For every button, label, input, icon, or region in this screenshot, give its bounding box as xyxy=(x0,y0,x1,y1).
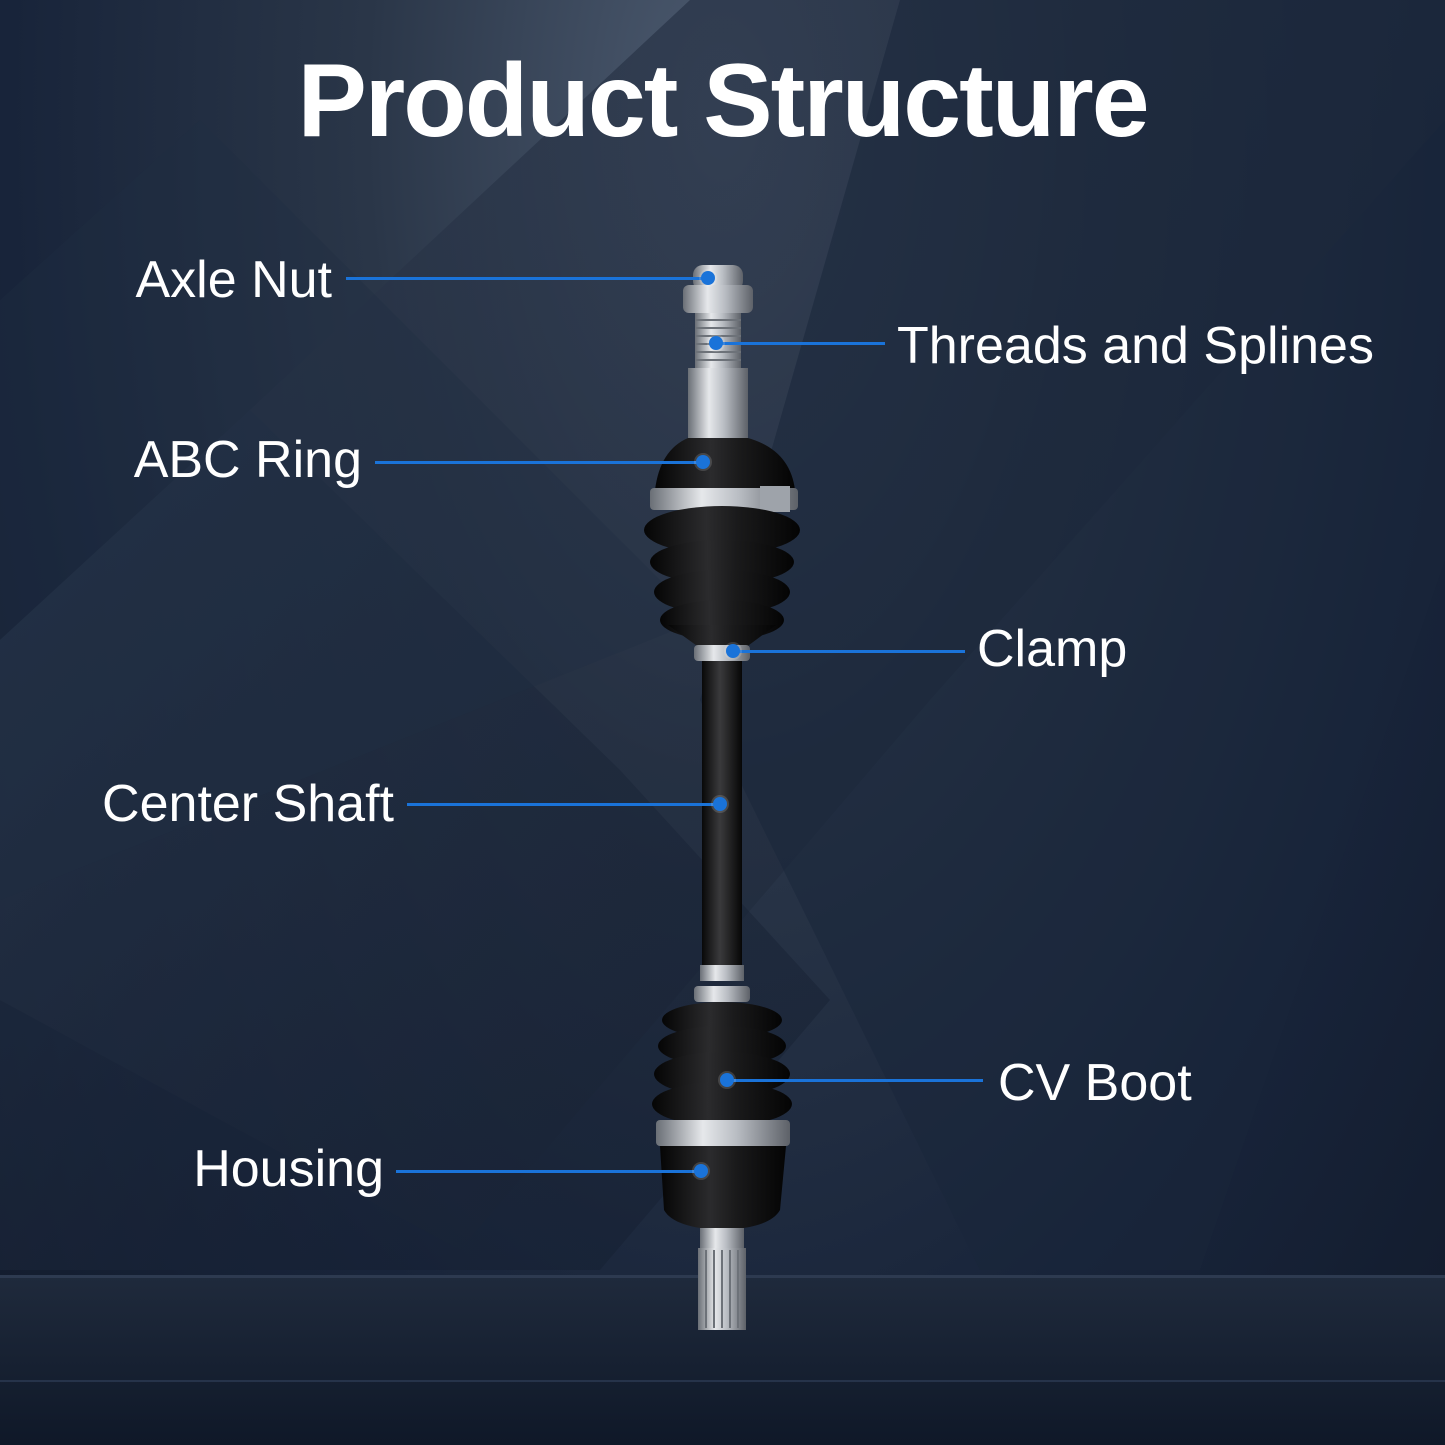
lower-boot-part xyxy=(652,1002,792,1126)
label-clamp: Clamp xyxy=(977,620,1128,678)
housing-part xyxy=(656,1120,790,1330)
label-abc-ring: ABC Ring xyxy=(133,431,362,489)
leader-threads-splines xyxy=(716,342,885,345)
page-title: Product Structure xyxy=(297,43,1149,159)
label-threads-splines: Threads and Splines xyxy=(897,317,1374,375)
label-center-shaft: Center Shaft xyxy=(102,775,394,833)
dot-abc-ring xyxy=(696,455,710,469)
dot-center-shaft xyxy=(713,797,727,811)
leader-abc-ring xyxy=(375,461,703,464)
dot-clamp xyxy=(726,644,740,658)
dot-threads-splines xyxy=(709,336,723,350)
threads-splines-part xyxy=(688,313,748,438)
upper-boot-part xyxy=(644,506,800,648)
dot-cv-boot xyxy=(720,1073,734,1087)
label-housing: Housing xyxy=(193,1140,384,1198)
leader-center-shaft xyxy=(407,803,720,806)
axle-nut-part xyxy=(683,265,753,313)
leader-clamp xyxy=(733,650,965,653)
leader-housing xyxy=(396,1170,701,1173)
label-axle-nut: Axle Nut xyxy=(135,251,332,309)
leader-cv-boot xyxy=(727,1079,983,1082)
dot-axle-nut xyxy=(701,271,715,285)
label-cv-boot: CV Boot xyxy=(998,1054,1192,1112)
leader-axle-nut xyxy=(346,277,708,280)
dot-housing xyxy=(694,1164,708,1178)
